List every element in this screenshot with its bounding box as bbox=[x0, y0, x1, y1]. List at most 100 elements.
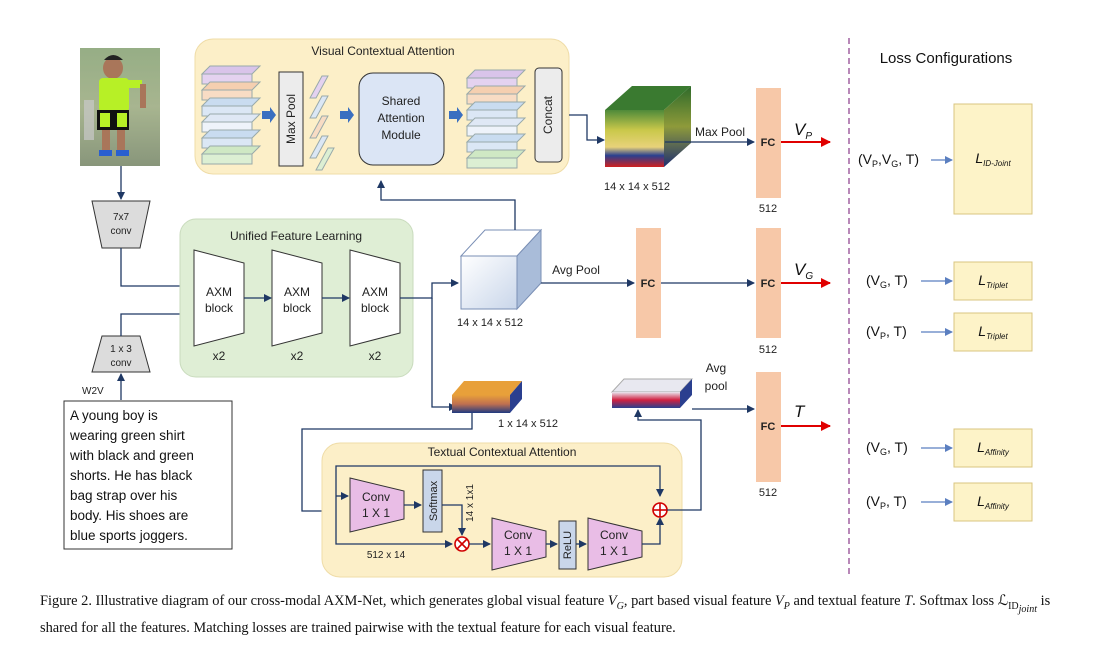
shared-attention-label: Attention bbox=[377, 111, 424, 125]
fc-middle-left bbox=[636, 228, 661, 338]
part-feature-cube bbox=[605, 86, 691, 167]
conv7-label-line1: 7x7 bbox=[113, 212, 130, 223]
output-t: T bbox=[794, 402, 806, 421]
loss-box-affinity-1 bbox=[953, 428, 1033, 468]
text-description-line: shorts. He has black bbox=[70, 468, 193, 483]
loss-pair-5: (VP, T) bbox=[866, 493, 907, 511]
text-feature-slab bbox=[452, 381, 522, 413]
shared-attention-label: Module bbox=[381, 128, 421, 142]
fc-label: FC bbox=[761, 421, 776, 433]
svg-text:AXM: AXM bbox=[362, 285, 388, 299]
relu-box bbox=[558, 520, 577, 570]
tca-conv3-label: Conv bbox=[600, 528, 628, 542]
loss-pair-1: (VP,VG, T) bbox=[858, 151, 919, 169]
multiply-icon bbox=[454, 536, 470, 552]
svg-text:AXM: AXM bbox=[206, 285, 232, 299]
tca-conv3-label: 1 X 1 bbox=[600, 544, 628, 558]
tca-conv1-label: 1 X 1 bbox=[362, 506, 390, 520]
text-description-box bbox=[63, 400, 233, 550]
tca-left-dims: 512 x 14 bbox=[367, 550, 406, 561]
slab-dims: 1 x 14 x 512 bbox=[498, 418, 558, 430]
feature-stack-input bbox=[200, 65, 262, 165]
tca-conv2-label: Conv bbox=[504, 528, 532, 542]
conv13-label-line2: conv bbox=[110, 358, 131, 369]
add-icon bbox=[652, 502, 668, 518]
tca-conv3 bbox=[587, 517, 643, 571]
tca-conv2 bbox=[491, 517, 547, 571]
unified-feature-title: Unified Feature Learning bbox=[230, 229, 362, 243]
global-feature-cube bbox=[459, 228, 543, 311]
conv13-trapezoid bbox=[91, 335, 151, 373]
loss-box-triplet-1 bbox=[953, 261, 1033, 301]
tca-conv2-label: 1 X 1 bbox=[504, 544, 532, 558]
loss-label-3: LTriplet bbox=[978, 323, 1008, 341]
loss-config-title: Loss Configurations bbox=[880, 50, 1013, 67]
svg-text:x2: x2 bbox=[291, 349, 304, 363]
loss-label-2: LTriplet bbox=[978, 272, 1008, 290]
person-photo bbox=[80, 48, 160, 166]
tca-conv1 bbox=[349, 477, 405, 533]
cube-mid-dims: 14 x 14 x 512 bbox=[457, 317, 523, 329]
fc-top bbox=[756, 88, 781, 198]
loss-label-5: LAffinity bbox=[977, 493, 1010, 511]
svg-text:block: block bbox=[205, 301, 234, 315]
loss-pair-2: (VG, T) bbox=[866, 272, 908, 290]
shared-attention-module bbox=[358, 72, 445, 166]
tca-vert-dims: 14 x 1x1 bbox=[465, 484, 476, 522]
fc-top-dims: 512 bbox=[759, 203, 777, 215]
svg-text:x2: x2 bbox=[213, 349, 226, 363]
softmax-label: Softmax bbox=[428, 480, 440, 521]
fc-middle-dims: 512 bbox=[759, 344, 777, 356]
output-vp: VP bbox=[794, 120, 812, 142]
textual-attention-title: Textual Contextual Attention bbox=[428, 445, 577, 459]
svg-text:block: block bbox=[283, 301, 312, 315]
fc-middle bbox=[756, 228, 781, 338]
w2v-label: W2V bbox=[82, 386, 104, 397]
loss-pair-4: (VG, T) bbox=[866, 439, 908, 457]
fc-bottom-dims: 512 bbox=[759, 487, 777, 499]
svg-text:x2: x2 bbox=[369, 349, 382, 363]
loss-box-affinity-2 bbox=[953, 482, 1033, 522]
text-description-line: wearing green shirt bbox=[69, 428, 185, 443]
max-pool-label: Max Pool bbox=[695, 125, 745, 139]
loss-box-triplet-2 bbox=[953, 312, 1033, 352]
axm-block-1: AXM block x2 bbox=[193, 249, 245, 363]
avg-pool-label: Avg Pool bbox=[552, 263, 600, 277]
maxpool-box bbox=[278, 71, 304, 167]
attended-text-slab bbox=[610, 378, 694, 408]
loss-label-4: LAffinity bbox=[977, 439, 1010, 457]
text-description-line: body. His shoes are bbox=[70, 508, 188, 523]
blue-arrow-icon bbox=[340, 107, 354, 123]
blue-arrow-icon bbox=[262, 107, 276, 123]
visual-attention-title: Visual Contextual Attention bbox=[311, 44, 454, 58]
svg-text:block: block bbox=[361, 301, 390, 315]
loss-box-id-joint bbox=[953, 103, 1033, 215]
loss-pair-3: (VP, T) bbox=[866, 323, 907, 341]
avg-pool2-line2: pool bbox=[705, 379, 728, 393]
blue-arrow-icon bbox=[449, 107, 463, 123]
axm-block-3: AXM block x2 bbox=[349, 249, 401, 363]
fc-label: FC bbox=[641, 278, 656, 290]
maxpool-label: Max Pool bbox=[284, 94, 298, 144]
text-description-line: bag strap over his bbox=[70, 488, 178, 503]
concat-box bbox=[534, 67, 563, 163]
relu-label: ReLU bbox=[562, 531, 574, 559]
feature-stack-output bbox=[465, 69, 527, 169]
tca-conv1-label: Conv bbox=[362, 490, 390, 504]
avg-pool2-line1: Avg bbox=[706, 361, 726, 375]
loss-label-1: LID-Joint bbox=[975, 150, 1011, 168]
conv13-label-line1: 1 x 3 bbox=[110, 344, 132, 355]
figure-caption: Figure 2. Illustrative diagram of our cr… bbox=[40, 593, 1051, 637]
fc-label: FC bbox=[761, 137, 776, 149]
conv7-label-line2: conv bbox=[110, 226, 131, 237]
softmax-box bbox=[422, 469, 443, 533]
axm-block-2: AXM block x2 bbox=[271, 249, 323, 363]
concat-label: Concat bbox=[541, 95, 555, 134]
conv7-trapezoid bbox=[91, 200, 151, 249]
text-description-line: A young boy is bbox=[70, 408, 158, 423]
pooled-feature-bars bbox=[309, 75, 335, 171]
fc-bottom bbox=[756, 372, 781, 482]
fc-label: FC bbox=[761, 278, 776, 290]
text-description-line: blue sports joggers. bbox=[70, 528, 188, 543]
svg-text:AXM: AXM bbox=[284, 285, 310, 299]
